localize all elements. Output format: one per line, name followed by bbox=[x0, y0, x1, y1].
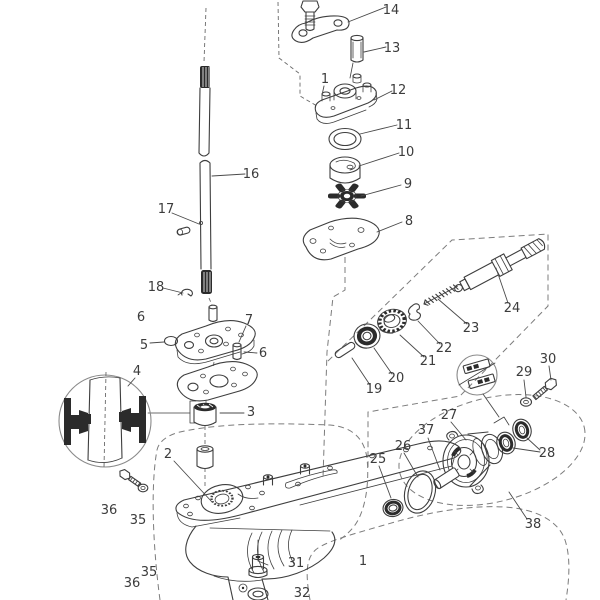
leader-lines bbox=[127, 6, 552, 520]
dowel-pin-6a bbox=[208, 304, 218, 323]
worm-spring-23 bbox=[423, 284, 459, 306]
callout-14: 14 bbox=[383, 3, 400, 18]
callout-5: 5 bbox=[140, 338, 148, 353]
retainer-clip-22 bbox=[407, 303, 421, 321]
shear-pin-19 bbox=[334, 341, 356, 359]
washer-29 bbox=[519, 397, 533, 407]
plunger-pin-13 bbox=[349, 34, 364, 84]
gasket-plate bbox=[176, 361, 258, 402]
bearing-20 bbox=[353, 323, 381, 349]
pump-base-plate-8 bbox=[302, 217, 380, 261]
housing-stud bbox=[262, 474, 274, 486]
callout-11: 11 bbox=[396, 118, 413, 133]
bushing-31 bbox=[248, 539, 268, 579]
bracket-plate-14 bbox=[291, 15, 350, 44]
o-ring-11 bbox=[328, 127, 362, 151]
callout-8: 8 bbox=[405, 214, 413, 229]
impeller-9 bbox=[328, 183, 366, 209]
top-bolt bbox=[300, 0, 320, 32]
callout-28: 28 bbox=[539, 446, 556, 461]
drive-shaft-16 bbox=[198, 7, 212, 294]
callout-1-bottom: 1 bbox=[359, 554, 367, 569]
callout-3: 3 bbox=[247, 405, 255, 420]
cartridge-plate bbox=[174, 320, 256, 365]
carrier-assembly-balloon bbox=[398, 394, 586, 506]
callout-24: 24 bbox=[504, 301, 521, 316]
water-pump-housing-12 bbox=[314, 82, 378, 124]
clamp-detail-circle-4 bbox=[58, 371, 152, 469]
callout-37: 37 bbox=[418, 423, 435, 438]
small-o-ring-5 bbox=[163, 335, 179, 347]
assembly-zone-boundaries bbox=[152, 1, 586, 600]
callout-27: 27 bbox=[441, 408, 458, 423]
callout-38: 38 bbox=[525, 517, 542, 532]
callout-13: 13 bbox=[384, 41, 401, 56]
screw-36 bbox=[119, 469, 142, 488]
dowel-pin-6b bbox=[232, 342, 242, 361]
callout-6-left: 6 bbox=[137, 310, 145, 325]
callout-19: 19 bbox=[366, 382, 383, 397]
dowel-sleeve bbox=[196, 445, 214, 470]
seal-ring-32 bbox=[247, 587, 269, 600]
callout-4: 4 bbox=[133, 364, 141, 379]
driveshaft-bushing-3 bbox=[147, 400, 217, 427]
pinion-gear-21 bbox=[377, 308, 407, 334]
callout-36-bottom: 36 bbox=[124, 576, 141, 591]
callout-35-top: 35 bbox=[130, 513, 147, 528]
callout-26: 26 bbox=[395, 439, 412, 454]
bearing-pair-28 bbox=[496, 418, 532, 455]
callout-labels: 14 13 12 1 11 10 9 8 16 17 18 6 7 5 6 4 … bbox=[101, 3, 557, 600]
large-o-ring-26 bbox=[403, 470, 437, 514]
callout-16: 16 bbox=[243, 167, 260, 182]
callout-21: 21 bbox=[420, 354, 437, 369]
gear-housing-2 bbox=[175, 440, 462, 600]
callout-35-bottom: 35 bbox=[141, 565, 158, 580]
callout-18: 18 bbox=[148, 280, 165, 295]
callout-10: 10 bbox=[398, 145, 415, 160]
callout-30: 30 bbox=[540, 352, 557, 367]
callout-29: 29 bbox=[516, 365, 533, 380]
callout-31: 31 bbox=[288, 556, 305, 571]
roller-pin-37 bbox=[433, 467, 460, 490]
callout-32: 32 bbox=[294, 586, 311, 600]
callout-12: 12 bbox=[390, 83, 407, 98]
callout-7: 7 bbox=[245, 313, 253, 328]
oil-seal-25 bbox=[382, 498, 404, 518]
pump-insert-cup-10 bbox=[329, 156, 361, 184]
callout-6-right: 6 bbox=[259, 346, 267, 361]
callout-9: 9 bbox=[404, 177, 412, 192]
housing-stud bbox=[299, 463, 311, 475]
callout-20: 20 bbox=[388, 371, 405, 386]
callout-2: 2 bbox=[164, 447, 172, 462]
drive-pin-17 bbox=[176, 226, 191, 236]
shim-detail-circle bbox=[456, 354, 510, 426]
bolt-30 bbox=[532, 377, 557, 401]
callout-36-top: 36 bbox=[101, 503, 118, 518]
callout-1-top: 1 bbox=[321, 72, 329, 87]
washer-35 bbox=[137, 483, 149, 493]
callout-23: 23 bbox=[463, 321, 480, 336]
propeller-shaft-24 bbox=[454, 238, 546, 293]
callout-17: 17 bbox=[158, 202, 175, 217]
callout-25: 25 bbox=[370, 452, 387, 467]
callout-22: 22 bbox=[436, 341, 453, 356]
